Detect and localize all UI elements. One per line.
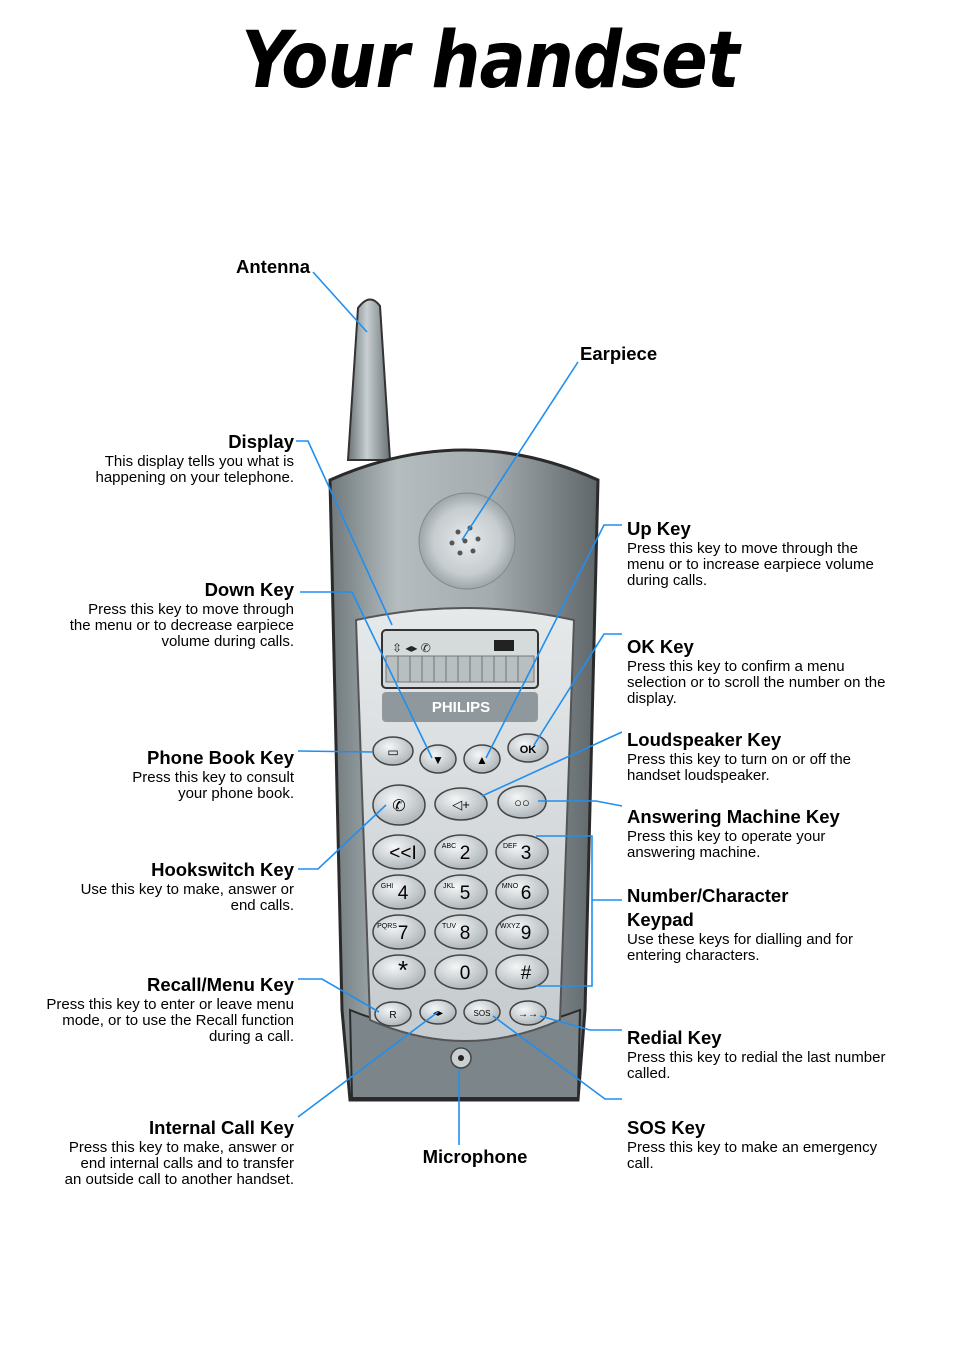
svg-text:◁+: ◁+: [452, 797, 470, 812]
keypad-key-label: 8: [460, 923, 471, 944]
recall-menu-key-title: Recall/Menu Key: [146, 974, 294, 995]
keypad-key: [495, 914, 549, 950]
earpiece-title: Earpiece: [580, 343, 658, 364]
label-redial-key: Redial Key Press this key to redial the …: [627, 1026, 892, 1082]
keypad-key-label: 5: [460, 883, 471, 904]
svg-text:✆: ✆: [392, 798, 405, 815]
internal-call-key-title: Internal Call Key: [149, 1117, 294, 1138]
phone-book-key-title: Phone Book Key: [147, 747, 294, 768]
keypad-key-label: 0: [460, 963, 471, 984]
keypad-key-letters: GHI: [381, 883, 394, 890]
svg-text:→→: →→: [518, 1009, 538, 1020]
keypad-desc: Use these keys for dialling and for ente…: [627, 931, 853, 964]
page-title: Your handset: [241, 16, 739, 106]
keypad-key-letters: MNO: [502, 883, 519, 890]
keypad-key-label: 2: [460, 843, 471, 864]
keypad-key-letters: WXYZ: [500, 923, 521, 930]
down-key-desc: Press this key to move through the menu …: [69, 601, 294, 650]
label-earpiece: Earpiece: [580, 342, 700, 366]
keypad-key-letters: TUV: [442, 923, 456, 930]
label-recall-menu-key: Recall/Menu Key Press this key to enter …: [29, 973, 294, 1045]
loudspeaker-key-desc: Press this key to turn on or off the han…: [627, 751, 852, 784]
keypad-key: [372, 954, 426, 990]
label-down-key: Down Key Press this key to move through …: [29, 578, 294, 650]
keypad-key-label: 7: [398, 923, 409, 944]
keypad-title: Number/Character Keypad: [627, 885, 789, 930]
keypad-key-label: 9: [521, 923, 532, 944]
antenna-title: Antenna: [236, 256, 310, 277]
svg-text:▲: ▲: [476, 753, 488, 767]
label-sos-key: SOS Key Press this key to make an emerge…: [627, 1116, 892, 1172]
label-keypad: Number/Character Keypad Use these keys f…: [627, 884, 877, 964]
keypad-key-label: 3: [521, 843, 532, 864]
label-loudspeaker-key: Loudspeaker Key Press this key to turn o…: [627, 728, 892, 784]
keypad-key-label: #: [521, 963, 532, 984]
redial-key-desc: Press this key to redial the last number…: [627, 1049, 886, 1082]
down-key-title: Down Key: [204, 579, 294, 600]
redial-key-title: Redial Key: [627, 1027, 722, 1048]
svg-text:OK: OK: [520, 744, 537, 756]
svg-text:⇳ ◂▸ ✆: ⇳ ◂▸ ✆: [392, 641, 431, 655]
hookswitch-key-desc: Use this key to make, answer or end call…: [80, 881, 294, 914]
keypad-key: [495, 874, 549, 910]
label-answering-machine-key: Answering Machine Key Press this key to …: [627, 805, 892, 861]
hookswitch-key-title: Hookswitch Key: [151, 859, 294, 880]
svg-text:○○: ○○: [514, 795, 530, 810]
svg-text:R: R: [389, 1010, 396, 1021]
keypad-key: [434, 914, 488, 950]
keypad-key: [372, 914, 426, 950]
svg-text:▼: ▼: [432, 753, 444, 767]
ok-key-title: OK Key: [627, 636, 694, 657]
keypad-key: [495, 954, 549, 990]
internal-call-key-desc: Press this key to make, answer or end in…: [64, 1139, 294, 1188]
keypad-key: [434, 874, 488, 910]
up-key-title: Up Key: [627, 518, 691, 539]
label-display: Display This display tells you what is h…: [29, 430, 294, 486]
answering-machine-key-title: Answering Machine Key: [627, 806, 840, 827]
label-phone-book-key: Phone Book Key Press this key to consult…: [29, 746, 294, 802]
loudspeaker-key-title: Loudspeaker Key: [627, 729, 782, 750]
label-internal-call-key: Internal Call Key Press this key to make…: [29, 1116, 294, 1188]
keypad-key-letters: JKL: [443, 883, 455, 890]
label-up-key: Up Key Press this key to move through th…: [627, 517, 892, 589]
keypad-key: [495, 834, 549, 870]
up-key-desc: Press this key to move through the menu …: [627, 540, 874, 589]
keypad-key-letters: ABC: [442, 843, 456, 850]
answering-machine-key-desc: Press this key to operate your answering…: [627, 828, 826, 861]
svg-text:◂▸: ◂▸: [433, 1008, 443, 1019]
svg-text:▭: ▭: [387, 745, 398, 759]
recall-menu-key-desc: Press this key to enter or leave menu mo…: [46, 996, 294, 1045]
sos-key-desc: Press this key to make an emergency call…: [627, 1139, 878, 1172]
ok-key-desc: Press this key to confirm a menu selecti…: [627, 658, 886, 707]
sos-key-title: SOS Key: [627, 1117, 706, 1138]
keypad-key: [372, 834, 426, 870]
keypad-key: [372, 874, 426, 910]
label-antenna: Antenna: [45, 255, 310, 279]
label-ok-key: OK Key Press this key to confirm a menu …: [627, 635, 892, 707]
microphone-title: Microphone: [422, 1146, 528, 1167]
label-hookswitch-key: Hookswitch Key Use this key to make, ans…: [29, 858, 294, 914]
display-title: Display: [228, 431, 294, 452]
keypad-key-label: <<I: [389, 843, 416, 864]
keypad-key-label: *: [398, 955, 408, 985]
svg-text:SOS: SOS: [474, 1009, 491, 1018]
keypad-key-letters: DEF: [503, 843, 517, 850]
brand-logo: PHILIPS: [432, 699, 490, 716]
keypad-key: [434, 834, 488, 870]
display-desc: This display tells you what is happening…: [95, 453, 294, 486]
label-microphone: Microphone: [390, 1145, 560, 1169]
phone-book-key-desc: Press this key to consult your phone boo…: [132, 769, 294, 802]
keypad-key-label: 4: [398, 883, 409, 904]
keypad-key-label: 6: [521, 883, 532, 904]
keypad-key: [434, 954, 488, 990]
keypad-key-letters: PQRS: [377, 923, 397, 930]
